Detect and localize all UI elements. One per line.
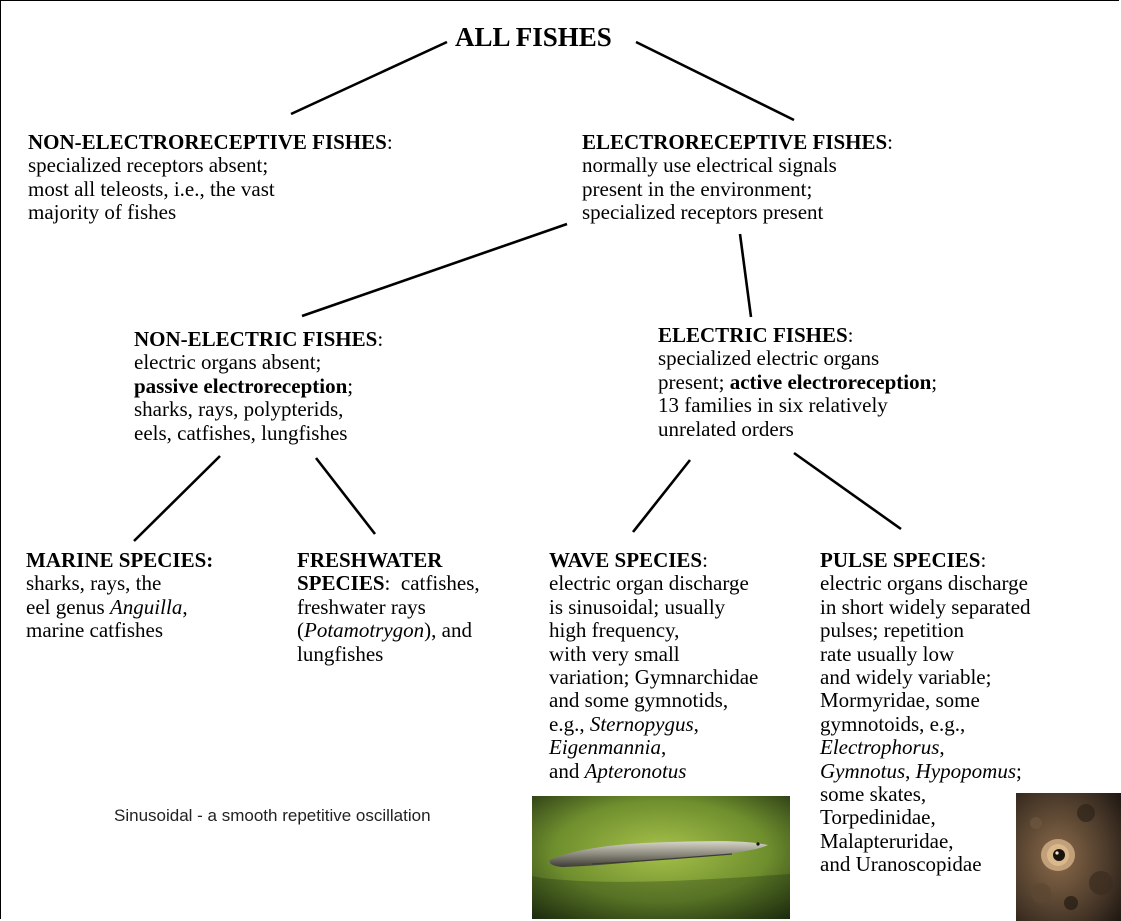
node-electroreceptive: ELECTRORECEPTIVE FISHES: normally use el… [582,130,894,225]
node-line-prefix: and [549,758,585,783]
node-line: and Uranoscopidae [820,852,982,877]
node-heading: MARINE SPECIES: [26,548,214,572]
node-line: Mormyridae, some [820,688,980,713]
node-line: Torpedinidae, [820,805,936,830]
pulse-fish-photo [1016,793,1121,921]
node-italic-name: Eigenmannia [549,735,661,760]
node-line-prefix: eel genus [26,594,110,619]
node-line: Malapteruridae, [820,828,954,853]
node-heading: ELECTRIC FISHES [658,323,848,347]
node-line: majority of fishes [28,200,177,225]
node-line: and widely variable; [820,665,992,690]
node-line-rest: catfishes, [390,571,480,596]
node-line-rest: ), and [424,618,472,643]
node-line: high frequency, [549,618,680,643]
node-line: some skates, [820,782,927,807]
node-line: with very small [549,641,680,666]
node-line: and some gymnotids, [549,688,729,713]
node-heading: WAVE SPECIES [549,548,703,572]
node-line: variation; Gymnarchidae [549,665,759,690]
node-heading-cont: SPECIES [297,571,385,596]
node-italic-name: Gymnotus [820,758,906,783]
node-line: lungfishes [297,641,384,666]
connector-electroreceptive-to-electric [738,233,753,318]
node-line: specialized electric organs [658,346,880,371]
node-italic-name: Electrophorus [820,735,940,760]
node-line: sharks, rays, the [26,571,162,596]
node-italic-name: Hypopomus [915,758,1016,783]
node-line: most all teleosts, i.e., the vast [28,176,275,201]
node-line: sharks, rays, polypterids, [134,397,344,422]
node-line: in short widely separated [820,594,1031,619]
node-italic-name: Sternopygus [589,711,694,736]
node-line: is sinusoidal; usually [549,594,726,619]
connector-nonelectric-to-marine [133,455,221,542]
node-italic-name: Potamotrygon [304,618,425,643]
connector-electric-to-pulse [793,451,902,531]
node-pulse: PULSE SPECIES: electric organs discharge… [820,548,1031,877]
node-italic-name: Apteronotus [584,758,687,783]
connector-electroreceptive-to-nonelectric [301,222,568,318]
node-line: 13 families in six relatively [658,393,888,418]
connector-electric-to-wave [631,459,692,533]
node-line: rate usually low [820,641,955,666]
node-heading: NON-ELECTRORECEPTIVE FISHES [28,130,387,154]
root-title: ALL FISHES [455,22,612,52]
node-non-electric: NON-ELECTRIC FISHES: electric organs abs… [134,327,384,445]
node-line: pulses; repetition [820,618,965,643]
node-heading: NON-ELECTRIC FISHES [134,327,378,351]
node-marine: MARINE SPECIES: sharks, rays, the eel ge… [26,548,214,643]
node-line-prefix: present; [658,369,730,394]
node-line: electric organ discharge [549,571,749,596]
node-freshwater: FRESHWATER SPECIES: catfishes, freshwate… [297,548,480,666]
node-line: unrelated orders [658,416,794,441]
connector-all-to-nonelectroreceptive [290,40,448,116]
node-line: normally use electrical signals [582,153,837,178]
node-line: specialized receptors absent; [28,153,269,178]
node-line: electric organs discharge [820,571,1028,596]
node-heading: ELECTRORECEPTIVE FISHES [582,130,888,154]
node-line: electric organs absent; [134,350,322,375]
node-bold-phrase: passive electroreception [134,373,348,398]
node-line: eels, catfishes, lungfishes [134,420,348,445]
connector-nonelectric-to-freshwater [314,457,377,535]
node-line: freshwater rays [297,594,426,619]
node-line: gymnotoids, e.g., [820,711,966,736]
node-line: present in the environment; [582,176,813,201]
node-line-prefix: e.g., [549,711,590,736]
node-heading: PULSE SPECIES [820,548,981,572]
node-line: marine catfishes [26,618,164,643]
connector-all-to-electroreceptive [635,40,795,122]
node-heading: FRESHWATER [297,548,443,572]
node-electric: ELECTRIC FISHES: specialized electric or… [658,323,938,441]
sinusoidal-caption: Sinusoidal - a smooth repetitive oscilla… [114,806,431,825]
node-italic-name: Anguilla [109,594,183,619]
wave-fish-photo [532,796,790,919]
node-non-electroreceptive: NON-ELECTRORECEPTIVE FISHES: specialized… [28,130,393,225]
node-bold-phrase: active electroreception [729,369,932,394]
node-wave: WAVE SPECIES: electric organ discharge i… [549,548,759,783]
node-line: specialized receptors present [582,200,824,225]
